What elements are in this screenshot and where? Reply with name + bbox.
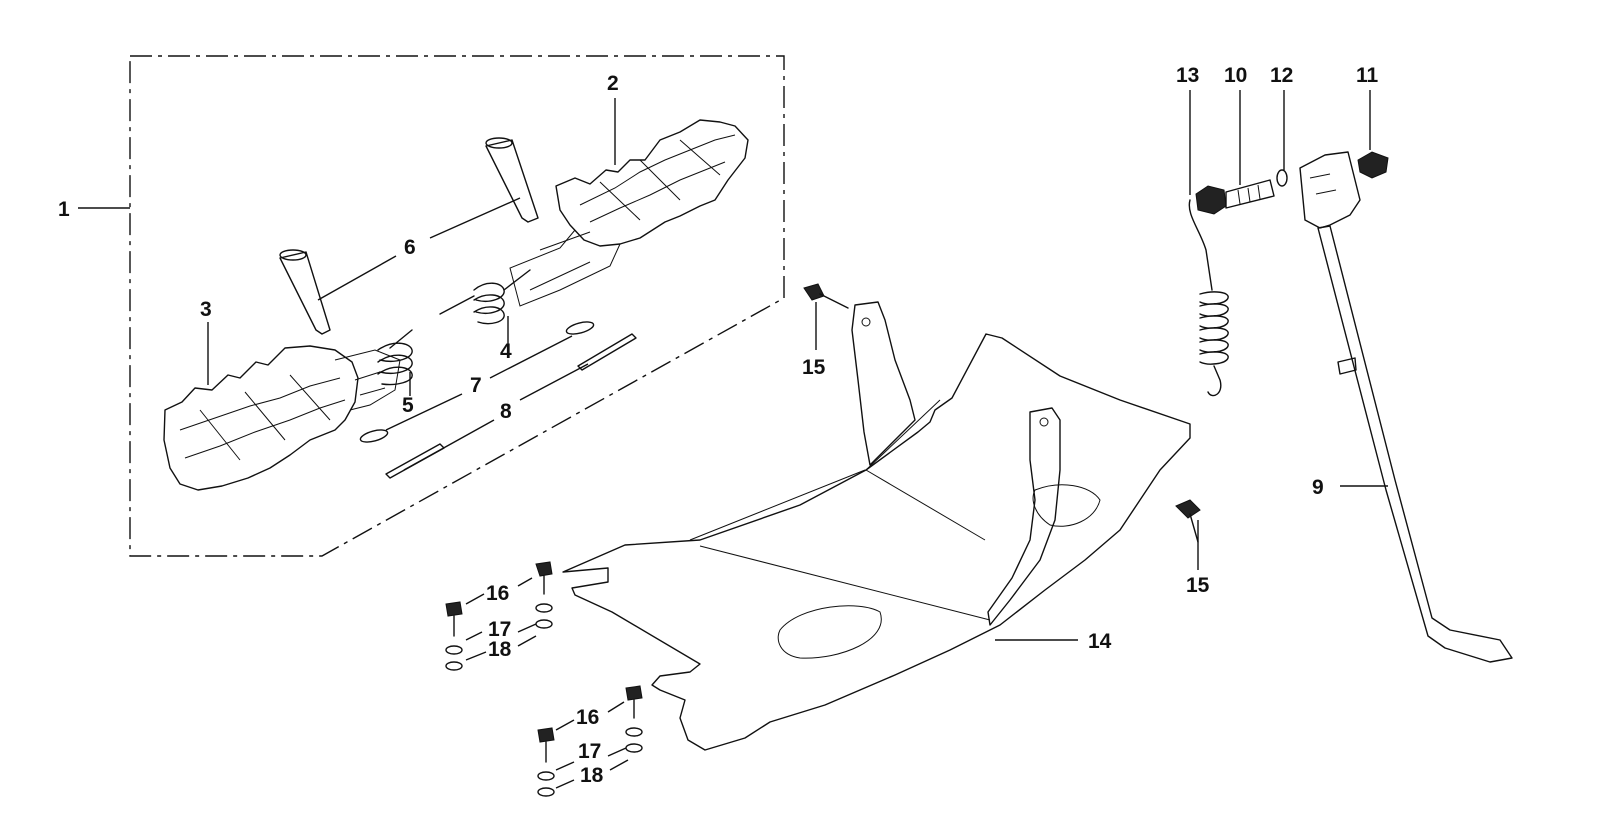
skid-plate: [562, 301, 1191, 751]
callout-6: 6: [404, 236, 416, 259]
return-springs: [377, 269, 531, 386]
assembly-boundary: [78, 55, 785, 557]
callout-17-upper: 17: [488, 618, 511, 641]
footpeg-pins: [279, 137, 539, 335]
callout-16-upper: 16: [486, 582, 509, 605]
callout-15-left: 15: [802, 356, 826, 379]
callout-5: 5: [402, 394, 414, 417]
lower-bolt-group: [537, 685, 643, 797]
callout-16-lower: 16: [576, 706, 599, 729]
callout-13: 13: [1176, 64, 1199, 87]
callout-labels: 1 2 3 4 5 6 7 8 9 10 11 12 13 14 15 15 1…: [58, 64, 1379, 787]
callout-7: 7: [470, 374, 482, 397]
callout-11: 11: [1356, 64, 1379, 87]
left-footpeg: [163, 345, 401, 491]
callout-15-right: 15: [1186, 574, 1210, 597]
right-footpeg: [509, 119, 749, 307]
left-group-leaders: [207, 98, 616, 471]
callout-12: 12: [1270, 64, 1293, 87]
callout-17-lower: 17: [578, 740, 601, 763]
callout-2: 2: [607, 72, 619, 95]
skid-plate-bolts: [803, 283, 1201, 570]
upper-bolt-group: [445, 561, 553, 671]
callout-4: 4: [500, 340, 512, 363]
side-stand-assembly: [1188, 90, 1513, 663]
callout-18-upper: 18: [488, 638, 512, 661]
callout-1: 1: [58, 198, 70, 221]
callout-3: 3: [200, 298, 212, 321]
callout-18-lower: 18: [580, 764, 604, 787]
callout-8: 8: [500, 400, 512, 423]
callout-9: 9: [1312, 476, 1324, 499]
callout-10: 10: [1224, 64, 1247, 87]
callout-14: 14: [1088, 630, 1112, 653]
